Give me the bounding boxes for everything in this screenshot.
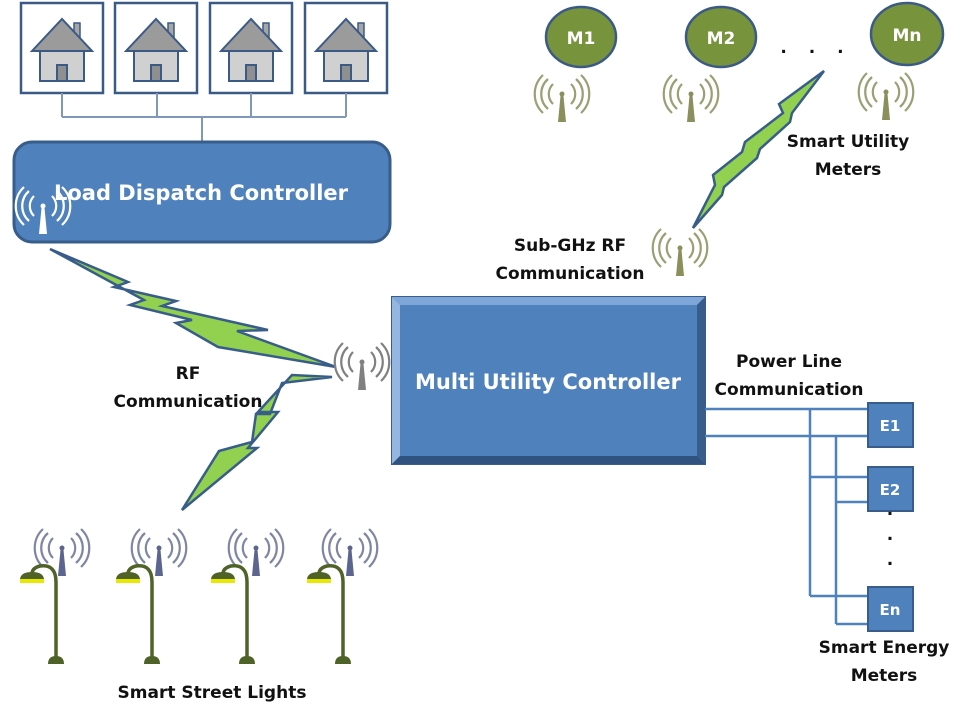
energy-meter-ellipsis: . — [887, 525, 893, 545]
utility-meter-mn[interactable]: Mn — [869, 1, 945, 67]
rf-label-line1: RF — [176, 364, 201, 384]
rf-bolt-lower — [180, 373, 333, 511]
subghz-label-line1: Sub-GHz RF — [514, 236, 626, 256]
utility-meter-m1[interactable]: M1 — [544, 5, 618, 69]
meter-label: En — [880, 601, 901, 619]
smart-utility-label-line2: Meters — [815, 160, 882, 180]
antenna-icon — [651, 227, 709, 278]
antenna-icon — [662, 73, 720, 124]
antenna-icon — [857, 71, 915, 122]
multi-utility-label: Multi Utility Controller — [415, 370, 682, 394]
house-icon — [208, 1, 294, 95]
energy-meter-e2[interactable]: E2 — [867, 466, 914, 512]
smart-energy-label-line2: Meters — [851, 666, 918, 686]
meter-label: E2 — [880, 481, 901, 499]
antenna-icon — [533, 73, 591, 124]
antenna-icon — [33, 527, 91, 578]
plc-label-line1: Power Line — [736, 352, 842, 372]
house-icon — [19, 1, 105, 95]
houses-group — [19, 1, 389, 95]
smart-energy-label-line1: Smart Energy — [819, 638, 950, 658]
energy-meter-e1[interactable]: E1 — [867, 402, 914, 448]
power-line-bus — [705, 407, 868, 626]
utility-meter-m2[interactable]: M2 — [684, 5, 758, 69]
street-lights-label: Smart Street Lights — [118, 683, 307, 703]
antenna-icon — [130, 527, 188, 578]
meter-label: E1 — [880, 417, 901, 435]
load-dispatch-controller[interactable]: Load Dispatch Controller — [12, 140, 392, 244]
plc-label-line2: Communication — [715, 380, 864, 400]
meter-label: Mn — [892, 26, 921, 46]
house-icon — [303, 1, 389, 95]
multi-utility-controller[interactable]: Multi Utility Controller — [391, 296, 706, 465]
subghz-label-line2: Communication — [496, 264, 645, 284]
meter-label: M2 — [707, 29, 736, 49]
house-icon — [113, 1, 199, 95]
energy-meter-ellipsis: . — [887, 550, 893, 570]
street-light-icon — [209, 564, 257, 666]
meter-label: M1 — [567, 29, 596, 49]
antenna-icon — [227, 527, 285, 578]
street-light-icon — [305, 564, 353, 666]
rf-label-line2: Communication — [114, 392, 263, 412]
utility-meter-ellipsis: . . . — [780, 38, 851, 58]
street-light-icon — [18, 564, 66, 666]
antenna-icon — [321, 527, 379, 578]
subghz-bolt — [691, 69, 825, 229]
antenna-icon — [333, 341, 391, 392]
rf-bolt-upper — [49, 247, 337, 369]
street-light-icon — [114, 564, 162, 666]
smart-utility-label-line1: Smart Utility — [787, 132, 909, 152]
house-bus-lines — [61, 93, 347, 142]
load-dispatch-label: Load Dispatch Controller — [54, 181, 349, 205]
energy-meter-ellipsis: . — [887, 500, 893, 520]
energy-meter-en[interactable]: En — [867, 586, 914, 632]
street-lights-group — [18, 527, 379, 666]
